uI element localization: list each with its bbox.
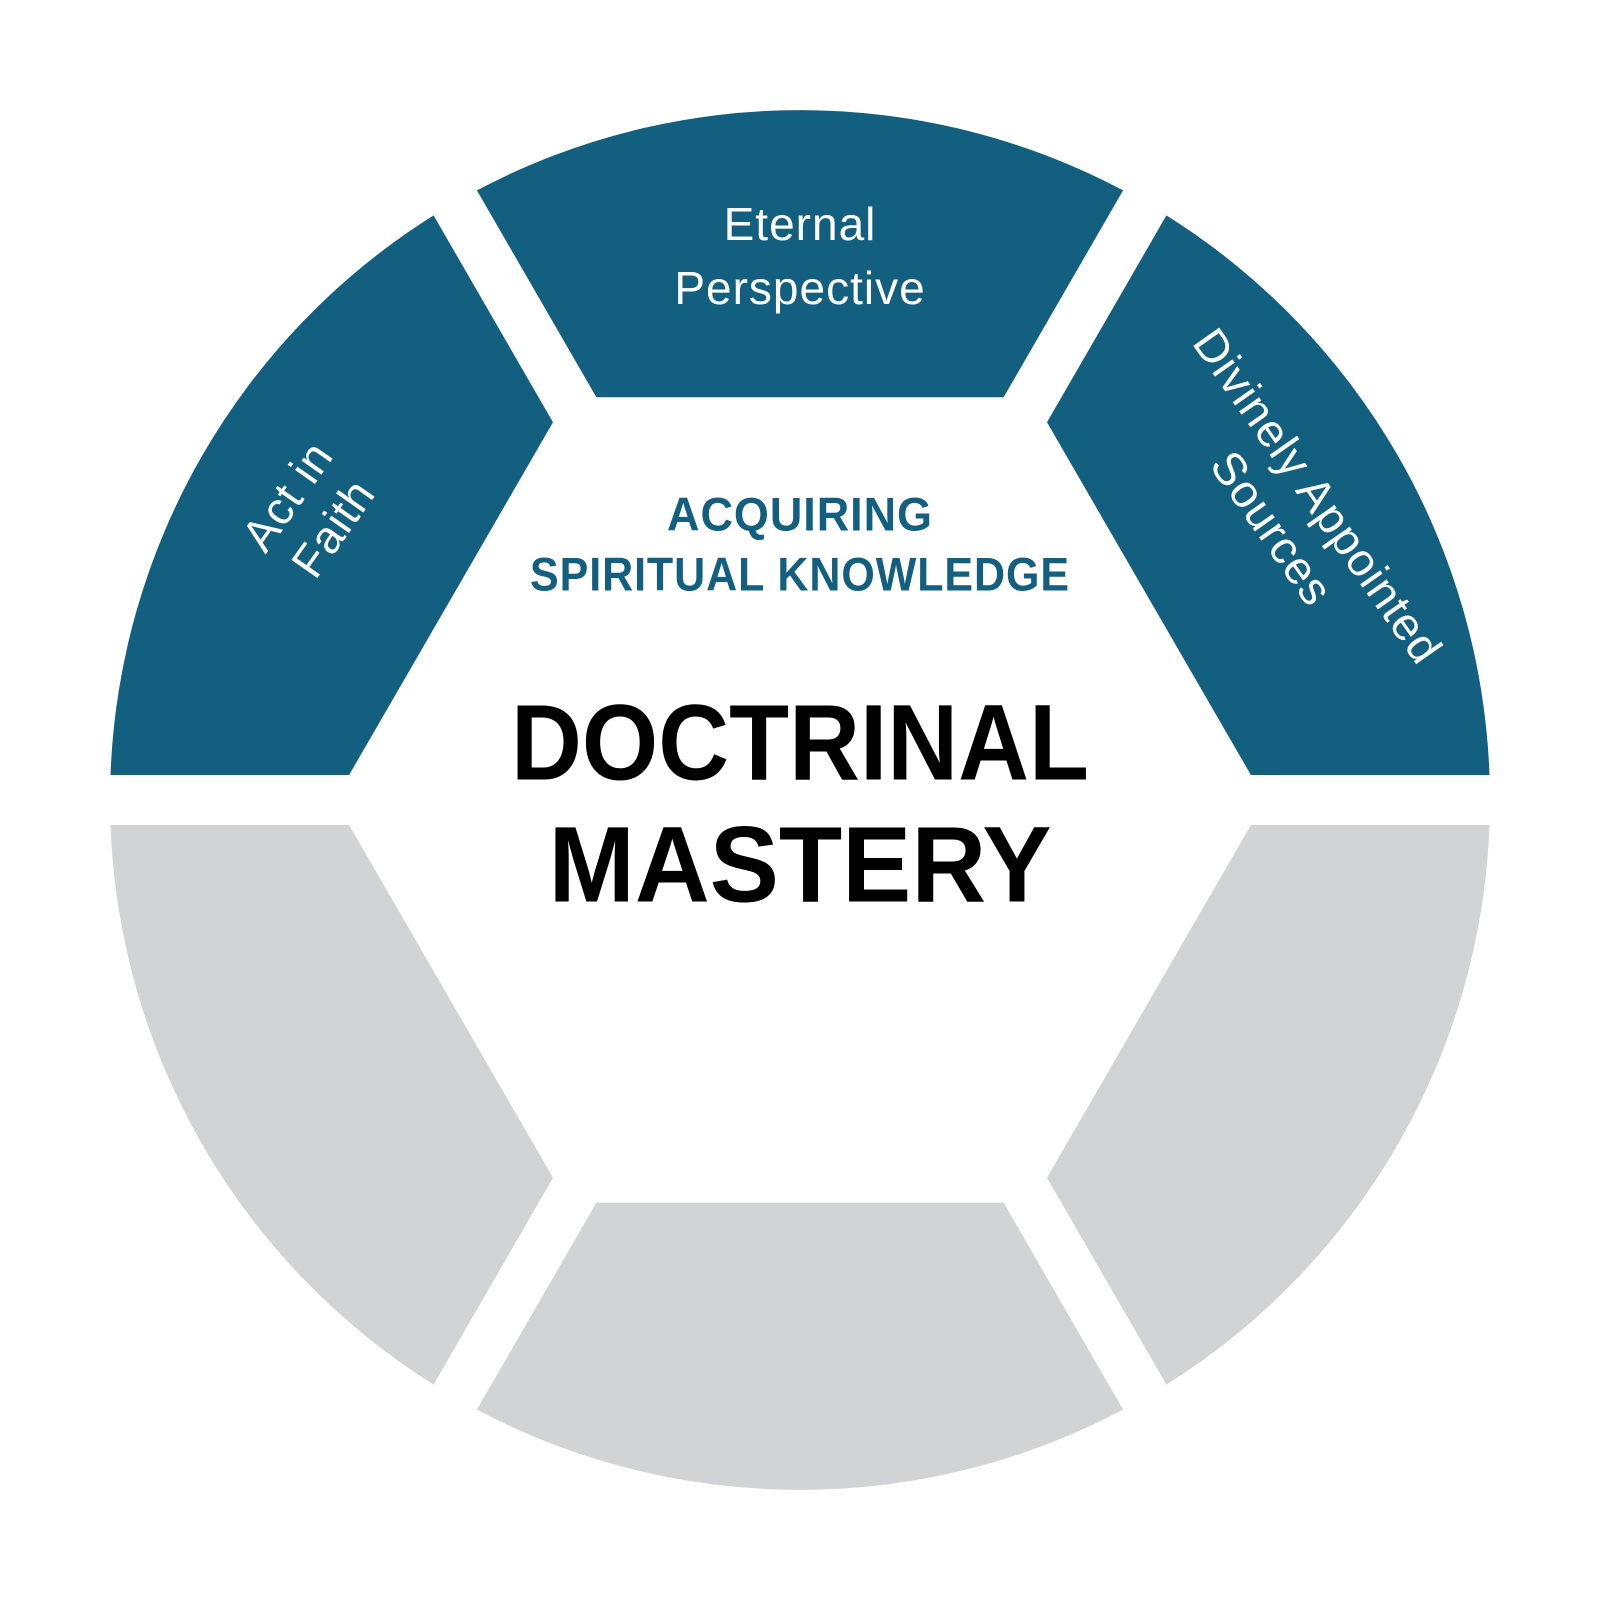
segment-inactive-bottom-right bbox=[1047, 825, 1490, 1385]
center-subtitle: ACQUIRING SPIRITUAL KNOWLEDGE bbox=[530, 488, 1070, 601]
wheel-segments bbox=[110, 110, 1490, 1490]
center-subtitle-line1: ACQUIRING bbox=[667, 488, 933, 541]
label-eternal-perspective: Eternal Perspective bbox=[674, 198, 925, 314]
segment-act-in-faith bbox=[110, 215, 553, 775]
segment-inactive-bottom-center bbox=[476, 1202, 1124, 1490]
segment-eternal-perspective bbox=[476, 110, 1124, 398]
segment-inactive-bottom-left bbox=[110, 825, 553, 1385]
label-eternal-perspective-line1: Eternal bbox=[724, 198, 877, 250]
center-subtitle-line2: SPIRITUAL KNOWLEDGE bbox=[530, 548, 1070, 601]
center-title-line2: MASTERY bbox=[549, 804, 1052, 925]
label-eternal-perspective-line2: Perspective bbox=[674, 262, 925, 314]
segment-divinely-appointed-sources bbox=[1047, 215, 1490, 775]
center-title: DOCTRINAL MASTERY bbox=[511, 682, 1089, 925]
center-title-line1: DOCTRINAL bbox=[511, 682, 1089, 803]
